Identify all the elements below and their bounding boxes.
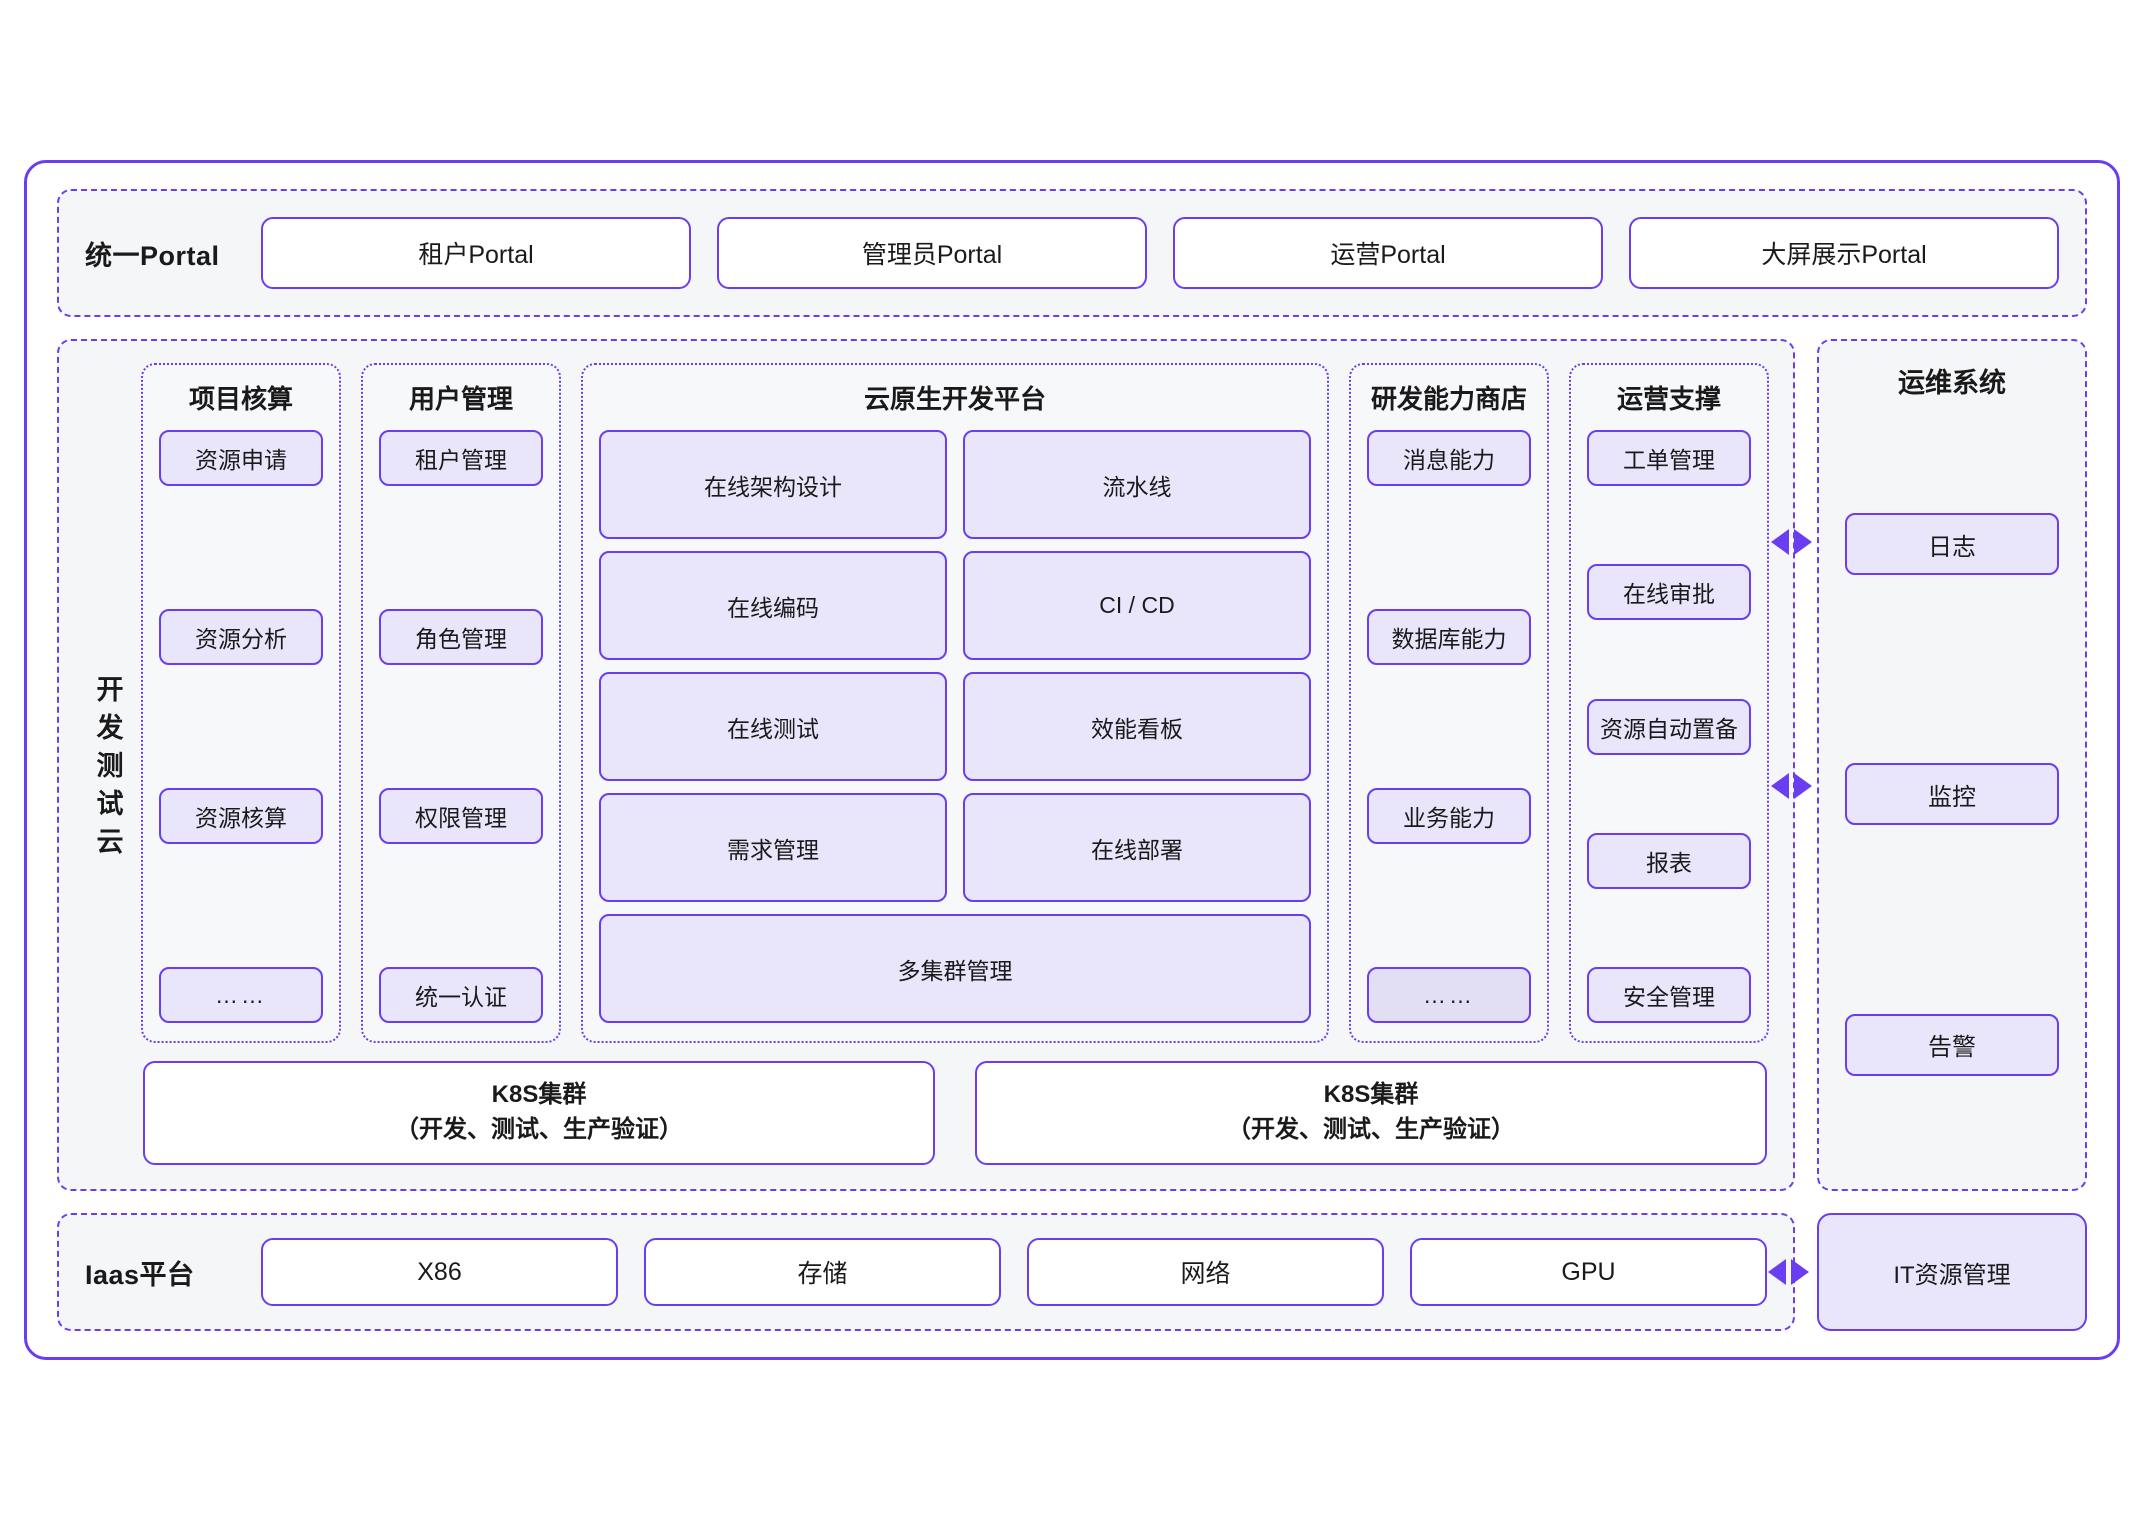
iaas-button-network[interactable]: 网络 [1027, 1238, 1384, 1306]
portal-button-admin[interactable]: 管理员Portal [717, 217, 1147, 289]
column-items-cloud-native-platform: 在线架构设计 流水线 在线编码 CI / CD 在线测试 效能看板 需求管理 在… [599, 430, 1311, 1023]
iaas-section-label: Iaas平台 [85, 1259, 195, 1290]
chip-online-architecture-design[interactable]: 在线架构设计 [599, 430, 947, 539]
chip-auto-resource-provisioning[interactable]: 资源自动置备 [1587, 698, 1751, 755]
capability-column-rd-capability-store: 研发能力商店 消息能力 数据库能力 业务能力 …… [1349, 363, 1549, 1043]
ops-system-items: 日志 监控 告警 [1845, 426, 2059, 1163]
chip-online-testing[interactable]: 在线测试 [599, 672, 947, 781]
column-title-cloud-native-platform: 云原生开发平台 [863, 384, 1046, 414]
iaas-row: Iaas平台 X86 存储 网络 GPU IT资源管理 [57, 1213, 2087, 1331]
k8s-cluster-box-1[interactable]: K8S集群 （开发、测试、生产验证） [143, 1061, 935, 1165]
chip-alarm[interactable]: 告警 [1845, 1013, 2059, 1076]
chip-unified-authentication[interactable]: 统一认证 [379, 967, 543, 1023]
iaas-button-gpu[interactable]: GPU [1410, 1238, 1767, 1306]
k8s-cluster-2-subtitle: （开发、测试、生产验证） [1227, 1116, 1515, 1143]
chip-business-capability[interactable]: 业务能力 [1367, 788, 1531, 844]
k8s-cluster-1-title: K8S集群 [491, 1081, 587, 1109]
column-items-operation-support: 工单管理 在线审批 资源自动置备 报表 安全管理 [1587, 430, 1751, 1023]
chip-online-approval[interactable]: 在线审批 [1587, 564, 1751, 621]
portal-section-label: 统一Portal [85, 240, 220, 271]
arrow-right-icon [1791, 1259, 1809, 1285]
chip-monitoring[interactable]: 监控 [1845, 763, 2059, 826]
chip-online-coding[interactable]: 在线编码 [599, 551, 947, 660]
capability-column-project-accounting: 项目核算 资源申请 资源分析 资源核算 …… [141, 363, 341, 1043]
chip-tenant-management[interactable]: 租户管理 [379, 430, 543, 486]
column-items-user-management: 租户管理 角色管理 权限管理 统一认证 [379, 430, 543, 1023]
devtest-cloud-section: 开发测试云 项目核算 资源申请 资源分析 资源核算 …… [57, 339, 1795, 1191]
column-items-rd-capability-store: 消息能力 数据库能力 业务能力 …… [1367, 430, 1531, 1023]
bidirectional-arrow-icon-ops-bottom [1771, 773, 1812, 799]
arrow-left-icon [1771, 529, 1789, 555]
chip-ci-cd[interactable]: CI / CD [963, 551, 1311, 660]
ops-system-section: 运维系统 日志 监控 告警 [1771, 339, 2087, 1191]
capability-column-operation-support: 运营支撑 工单管理 在线审批 资源自动置备 报表 安全管理 [1569, 363, 1769, 1043]
column-title-project-accounting: 项目核算 [188, 384, 293, 414]
devtest-cloud-label: 开发测试云 [92, 674, 123, 865]
chip-resource-accounting[interactable]: 资源核算 [159, 788, 323, 844]
chip-online-deployment[interactable]: 在线部署 [963, 793, 1311, 902]
chip-ticket-management[interactable]: 工单管理 [1587, 430, 1751, 486]
k8s-cluster-1-subtitle: （开发、测试、生产验证） [395, 1116, 683, 1143]
capability-columns: 项目核算 资源申请 资源分析 资源核算 …… 用户管理 租户管理 [141, 363, 1769, 1043]
chip-database-capability[interactable]: 数据库能力 [1367, 609, 1531, 665]
portal-button-tenant[interactable]: 租户Portal [261, 217, 691, 289]
chip-project-accounting-more[interactable]: …… [159, 967, 323, 1023]
k8s-cluster-box-2[interactable]: K8S集群 （开发、测试、生产验证） [975, 1061, 1767, 1165]
bidirectional-arrow-icon-ops-top [1771, 529, 1812, 555]
portal-section: 统一Portal 租户Portal 管理员Portal 运营Portal 大屏展… [57, 189, 2087, 317]
ops-system-title: 运维系统 [1898, 368, 2006, 398]
bidirectional-arrow-icon-iaas [1768, 1259, 1809, 1285]
capability-column-cloud-native-platform: 云原生开发平台 在线架构设计 流水线 在线编码 CI / CD 在线测试 效能看… [581, 363, 1329, 1043]
iaas-button-storage[interactable]: 存储 [644, 1238, 1001, 1306]
arrow-left-icon [1771, 773, 1789, 799]
column-items-project-accounting: 资源申请 资源分析 资源核算 …… [159, 430, 323, 1023]
portal-button-bigscreen[interactable]: 大屏展示Portal [1629, 217, 2059, 289]
chip-message-capability[interactable]: 消息能力 [1367, 430, 1531, 486]
portal-button-operations[interactable]: 运营Portal [1173, 217, 1603, 289]
capability-column-user-management: 用户管理 租户管理 角色管理 权限管理 统一认证 [361, 363, 561, 1043]
arrow-right-icon [1794, 529, 1812, 555]
chip-report[interactable]: 报表 [1587, 832, 1751, 889]
arrow-right-icon [1794, 773, 1812, 799]
column-title-user-management: 用户管理 [408, 384, 513, 414]
k8s-cluster-2-title: K8S集群 [1323, 1081, 1419, 1109]
middle-row: 开发测试云 项目核算 资源申请 资源分析 资源核算 …… [57, 339, 2087, 1191]
chip-permission-management[interactable]: 权限管理 [379, 788, 543, 844]
column-title-operation-support: 运营支撑 [1616, 384, 1721, 414]
arrow-left-icon [1768, 1259, 1786, 1285]
column-title-rd-capability-store: 研发能力商店 [1370, 384, 1527, 414]
chip-security-management[interactable]: 安全管理 [1587, 967, 1751, 1023]
chip-role-management[interactable]: 角色管理 [379, 609, 543, 665]
chip-resource-analysis[interactable]: 资源分析 [159, 609, 323, 665]
chip-requirement-management[interactable]: 需求管理 [599, 793, 947, 902]
devtest-cloud-content: 项目核算 资源申请 资源分析 资源核算 …… 用户管理 租户管理 [141, 363, 1769, 1165]
architecture-diagram-frame: 统一Portal 租户Portal 管理员Portal 运营Portal 大屏展… [24, 160, 2120, 1360]
iaas-section: Iaas平台 X86 存储 网络 GPU [57, 1213, 1795, 1331]
k8s-cluster-row: K8S集群 （开发、测试、生产验证） K8S集群 （开发、测试、生产验证） [141, 1061, 1769, 1165]
chip-resource-apply[interactable]: 资源申请 [159, 430, 323, 486]
chip-log[interactable]: 日志 [1845, 513, 2059, 576]
chip-multi-cluster-management[interactable]: 多集群管理 [599, 914, 1311, 1023]
it-resource-management-box[interactable]: IT资源管理 [1817, 1213, 2087, 1331]
chip-rd-capability-store-more[interactable]: …… [1367, 967, 1531, 1023]
chip-pipeline[interactable]: 流水线 [963, 430, 1311, 539]
iaas-button-x86[interactable]: X86 [261, 1238, 618, 1306]
chip-efficiency-dashboard[interactable]: 效能看板 [963, 672, 1311, 781]
